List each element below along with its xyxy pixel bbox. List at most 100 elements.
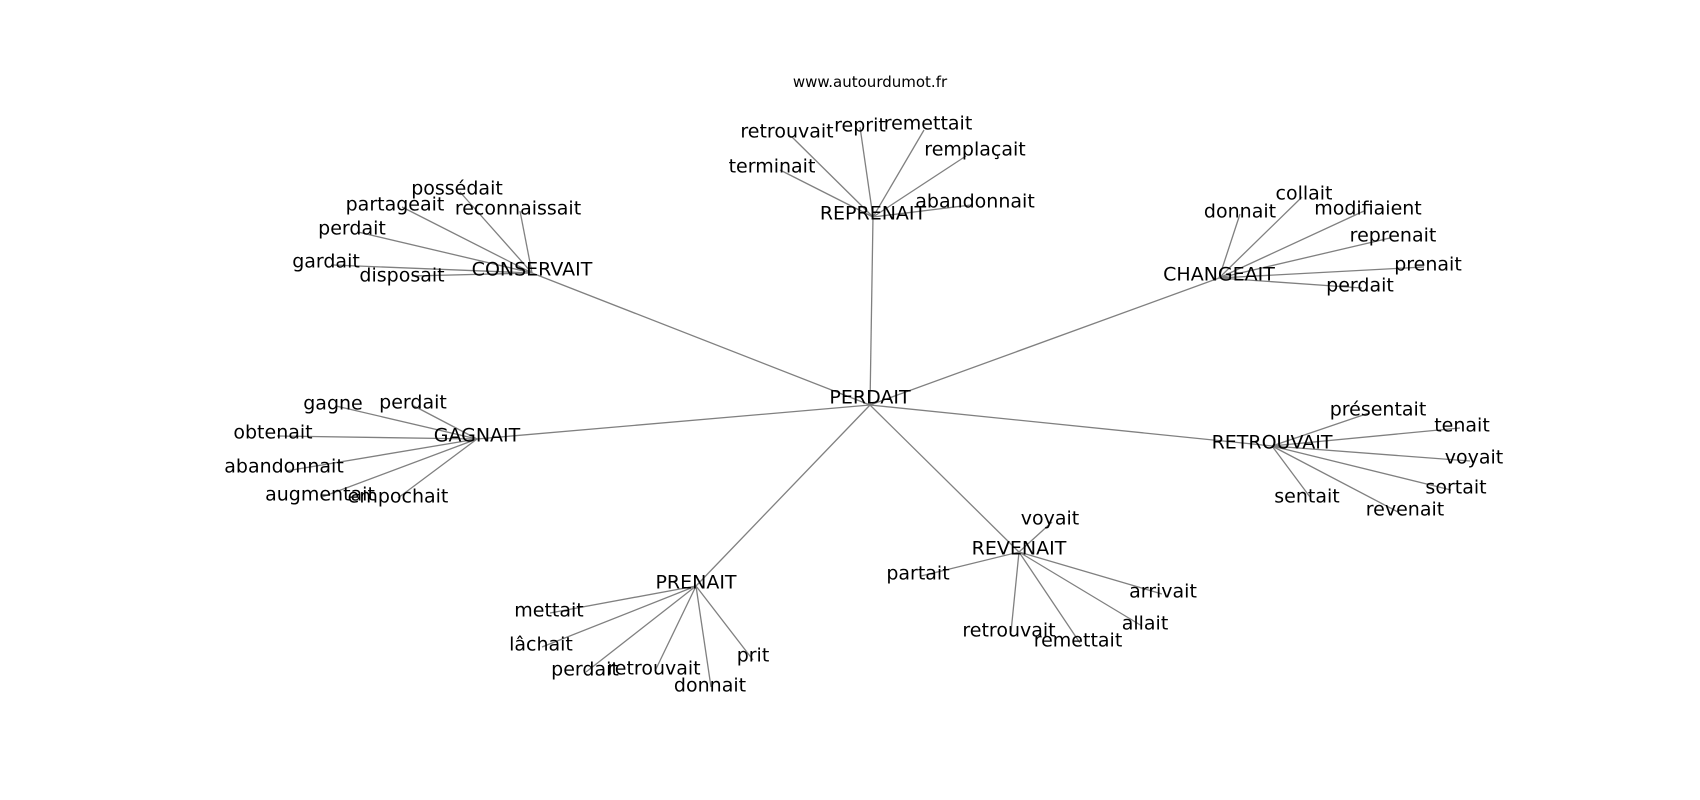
edge-hub-to-leaf [872,204,972,218]
edge-hub-to-leaf [397,438,478,499]
edge-hub-to-leaf [276,435,478,440]
leaf-word-label: collait [1276,183,1333,205]
leaf-word-label: perdait [1326,275,1394,297]
leaf-word-label: perdait [379,392,447,414]
hub-word-label: CONSERVAIT [472,259,593,281]
leaf-word-label: prit [737,645,770,667]
leaf-word-label: donnait [674,675,746,697]
edge-center-to-hub [869,277,1220,406]
edge-center-to-hub [869,404,1273,447]
edge-hub-to-leaf [1271,445,1399,513]
edge-hub-to-leaf [541,585,697,648]
leaf-word-label: arrivait [1129,581,1197,603]
edge-hub-to-leaf [779,169,874,218]
edge-hub-to-leaf [519,210,533,274]
hub-word-label: REPRENAIT [820,203,927,225]
graph-labels: www.autourdumot.fr PERDAIT REPRENAIT retr… [224,73,1503,697]
leaf-word-label: obtenait [233,422,312,444]
leaf-word-label: abandonnait [224,456,344,478]
edge-hub-to-leaf [1271,445,1452,491]
edge-center-to-hub [531,272,871,406]
leaf-word-label: perdait [551,659,619,681]
leaf-word-label: abandonnait [915,191,1035,213]
center-word-label: PERDAIT [829,387,911,409]
edge-hub-to-leaf [459,191,533,274]
edge-hub-to-leaf [1218,237,1391,279]
hub-word-label: GAGNAIT [434,425,521,447]
edge-hub-to-leaf [1271,427,1461,447]
edge-hub-to-leaf [859,126,874,218]
leaf-word-label: mettait [514,600,583,622]
edge-hub-to-leaf [872,155,967,218]
edge-hub-to-leaf [695,585,712,688]
site-url-label: www.autourdumot.fr [793,73,948,91]
edge-hub-to-leaf [413,405,478,440]
edge-hub-to-leaf [1018,521,1053,553]
leaf-word-label: présentait [1330,399,1427,421]
edge-hub-to-leaf [357,231,533,274]
edge-hub-to-leaf [1218,213,1241,279]
leaf-word-label: lâchait [509,634,573,656]
edge-hub-to-leaf [920,551,1020,577]
leaf-word-label: disposait [359,265,444,287]
edge-center-to-hub [695,404,871,587]
hub-word-label: RETROUVAIT [1212,432,1333,454]
edge-hub-to-leaf [335,405,478,440]
leaf-word-label: gardait [292,251,360,273]
leaf-word-label: partageait [346,194,445,216]
edge-center-to-hub [476,404,871,440]
leaf-word-label: voyait [1021,508,1079,530]
leaf-word-label: voyait [1445,447,1503,469]
leaf-word-label: sentait [1274,486,1339,508]
leaf-word-label: remettait [884,113,973,135]
leaf-word-label: donnait [1204,201,1276,223]
edge-hub-to-leaf [411,272,533,277]
leaf-word-label: retrouvait [962,620,1055,642]
edge-hub-to-leaf [1010,551,1020,633]
edge-center-to-hub [869,404,1020,553]
leaf-word-label: remplaçait [924,139,1025,161]
leaf-word-label: modifiaient [1314,198,1422,220]
leaf-word-label: tenait [1434,415,1490,437]
edge-hub-to-leaf [321,438,478,498]
leaf-word-label: empochait [348,486,449,508]
graph-edges [276,126,1471,688]
leaf-word-label: retrouvait [607,658,700,680]
edge-hub-to-leaf [1271,412,1370,447]
leaf-word-label: possédait [411,178,503,200]
edge-hub-to-leaf [332,264,533,274]
leaf-word-label: augmentait [265,484,375,506]
edge-hub-to-leaf [401,206,533,274]
edge-hub-to-leaf [1218,210,1365,279]
edge-hub-to-leaf [1271,445,1471,462]
leaf-word-label: retrouvait [740,121,833,143]
edge-hub-to-leaf [585,585,697,673]
edge-hub-to-leaf [695,585,754,661]
leaf-word-label: revenait [1366,499,1444,521]
leaf-word-label: sortait [1425,477,1486,499]
leaf-word-label: terminait [729,156,816,178]
leaf-word-label: reprenait [1350,225,1437,247]
edge-hub-to-leaf [1018,551,1081,644]
leaf-word-label: perdait [318,218,386,240]
edge-hub-to-leaf [1218,196,1303,279]
edge-hub-to-leaf [1018,551,1163,595]
edge-hub-to-leaf [285,438,478,472]
edge-hub-to-leaf [791,136,874,218]
edge-hub-to-leaf [872,129,925,218]
edge-hub-to-leaf [654,585,697,672]
leaf-word-label: remettait [1034,630,1123,652]
leaf-word-label: reprit [834,115,886,137]
leaf-word-label: reconnaissait [455,198,581,220]
hub-word-label: REVENAIT [972,538,1067,560]
leaf-word-label: partait [886,563,949,585]
edge-hub-to-leaf [1018,551,1143,627]
hub-word-label: CHANGEAIT [1163,264,1275,286]
edge-hub-to-leaf [1218,277,1363,289]
edge-center-to-hub [869,216,874,406]
edge-hub-to-leaf [549,585,697,614]
leaf-word-label: gagne [303,393,363,415]
hub-word-label: PRENAIT [655,572,736,594]
edge-hub-to-leaf [1271,445,1311,498]
